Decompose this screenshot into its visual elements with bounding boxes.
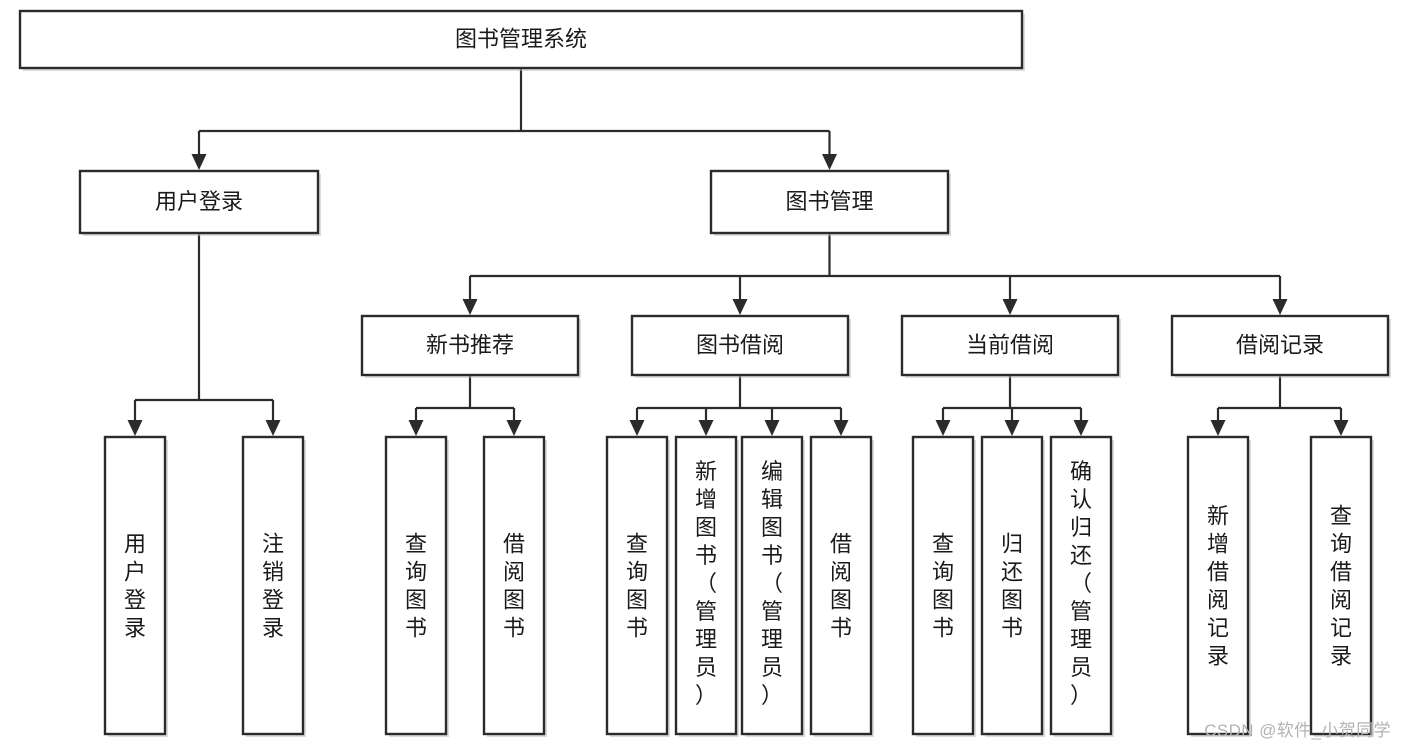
arrow-head-icon <box>698 420 714 436</box>
connector-group-borrow-record <box>1210 375 1349 436</box>
node-rect[interactable] <box>18 9 1024 70</box>
node-current-borrow[interactable]: 当前借阅 <box>900 314 1121 378</box>
node-leaf-user-login[interactable]: 用户登录 <box>103 435 168 737</box>
arrow-head-icon <box>1073 420 1089 436</box>
arrow-head-icon <box>935 420 951 436</box>
arrow-head-icon <box>732 299 748 315</box>
node-rect[interactable] <box>1309 435 1373 736</box>
node-label: 查询图书 <box>626 531 648 640</box>
arrow-head-icon <box>462 299 478 315</box>
node-label: 新书推荐 <box>426 332 514 357</box>
connector-group-book-borrow <box>629 375 849 436</box>
node-rect[interactable] <box>1170 314 1390 377</box>
node-leaf-add-book[interactable]: 新增图书（管理员） <box>674 435 739 737</box>
node-rect[interactable] <box>605 435 669 736</box>
node-label: 编辑图书（管理员） <box>761 459 783 708</box>
node-label: 新增借阅记录 <box>1207 503 1229 668</box>
node-rect[interactable] <box>740 435 804 736</box>
node-rect[interactable] <box>103 435 167 736</box>
node-rect[interactable] <box>384 435 448 736</box>
node-rect[interactable] <box>482 435 546 736</box>
arrow-head-icon <box>127 420 143 436</box>
connector-group-current-borrow <box>935 375 1089 436</box>
arrow-head-icon <box>1004 420 1020 436</box>
arrow-head-icon <box>629 420 645 436</box>
node-user-login[interactable]: 用户登录 <box>78 169 321 236</box>
node-leaf-query-book-3[interactable]: 查询图书 <box>911 435 976 737</box>
arrow-head-icon <box>764 420 780 436</box>
node-rect[interactable] <box>1049 435 1113 736</box>
node-leaf-borrow-book-1[interactable]: 借阅图书 <box>482 435 547 737</box>
node-label: 借阅记录 <box>1236 332 1324 357</box>
node-rect[interactable] <box>360 314 580 377</box>
connector-group-book-manage <box>462 233 1288 315</box>
node-leaf-return-book[interactable]: 归还图书 <box>980 435 1045 737</box>
node-label: 用户登录 <box>155 189 243 214</box>
arrow-head-icon <box>408 420 424 436</box>
node-label: 借阅图书 <box>503 531 525 640</box>
node-rect[interactable] <box>674 435 738 736</box>
arrow-head-icon <box>822 154 837 170</box>
connector-group-user-login <box>127 233 281 436</box>
node-leaf-add-record[interactable]: 新增借阅记录 <box>1186 435 1251 737</box>
node-borrow-record[interactable]: 借阅记录 <box>1170 314 1391 378</box>
node-label: 用户登录 <box>124 531 146 640</box>
connector-layer <box>127 68 1349 436</box>
node-label: 归还图书 <box>1001 531 1023 640</box>
connector-group-root <box>191 68 837 170</box>
node-rect[interactable] <box>1186 435 1250 736</box>
node-label: 当前借阅 <box>966 332 1054 357</box>
node-label: 查询图书 <box>405 531 427 640</box>
node-leaf-confirm-return[interactable]: 确认归还（管理员） <box>1049 435 1114 737</box>
arrow-head-icon <box>506 420 522 436</box>
node-rect[interactable] <box>78 169 320 235</box>
node-leaf-edit-book[interactable]: 编辑图书（管理员） <box>740 435 805 737</box>
arrow-head-icon <box>833 420 849 436</box>
node-leaf-borrow-book-2[interactable]: 借阅图书 <box>809 435 874 737</box>
node-layer: 图书管理系统用户登录图书管理新书推荐图书借阅当前借阅借阅记录用户登录注销登录查询… <box>18 9 1391 737</box>
node-rect[interactable] <box>900 314 1120 377</box>
node-rect[interactable] <box>630 314 850 377</box>
arrow-head-icon <box>1333 420 1349 436</box>
node-label: 新增图书（管理员） <box>695 459 717 708</box>
node-label: 图书管理 <box>785 189 873 214</box>
node-leaf-query-book-2[interactable]: 查询图书 <box>605 435 670 737</box>
arrow-head-icon <box>265 420 281 436</box>
node-rect[interactable] <box>241 435 305 736</box>
connector-group-new-book-recommend <box>408 375 522 436</box>
node-leaf-logout[interactable]: 注销登录 <box>241 435 306 737</box>
node-new-book-recommend[interactable]: 新书推荐 <box>360 314 581 378</box>
node-rect[interactable] <box>980 435 1044 736</box>
arrow-head-icon <box>1272 299 1288 315</box>
node-label: 图书管理系统 <box>455 26 587 51</box>
arrow-head-icon <box>191 154 207 170</box>
node-leaf-query-book-1[interactable]: 查询图书 <box>384 435 449 737</box>
node-root[interactable]: 图书管理系统 <box>18 9 1025 71</box>
node-rect[interactable] <box>911 435 975 736</box>
node-label: 注销登录 <box>262 531 284 640</box>
node-leaf-query-record[interactable]: 查询借阅记录 <box>1309 435 1374 737</box>
node-label: 查询图书 <box>932 531 954 640</box>
arrow-head-icon <box>1210 420 1226 436</box>
node-label: 查询借阅记录 <box>1330 503 1352 668</box>
node-label: 确认归还（管理员） <box>1070 459 1092 708</box>
node-rect[interactable] <box>809 435 873 736</box>
node-book-manage[interactable]: 图书管理 <box>709 169 951 236</box>
node-rect[interactable] <box>709 169 950 235</box>
arrow-head-icon <box>1002 299 1018 315</box>
node-label: 借阅图书 <box>830 531 852 640</box>
node-book-borrow[interactable]: 图书借阅 <box>630 314 851 378</box>
node-label: 图书借阅 <box>696 332 784 357</box>
